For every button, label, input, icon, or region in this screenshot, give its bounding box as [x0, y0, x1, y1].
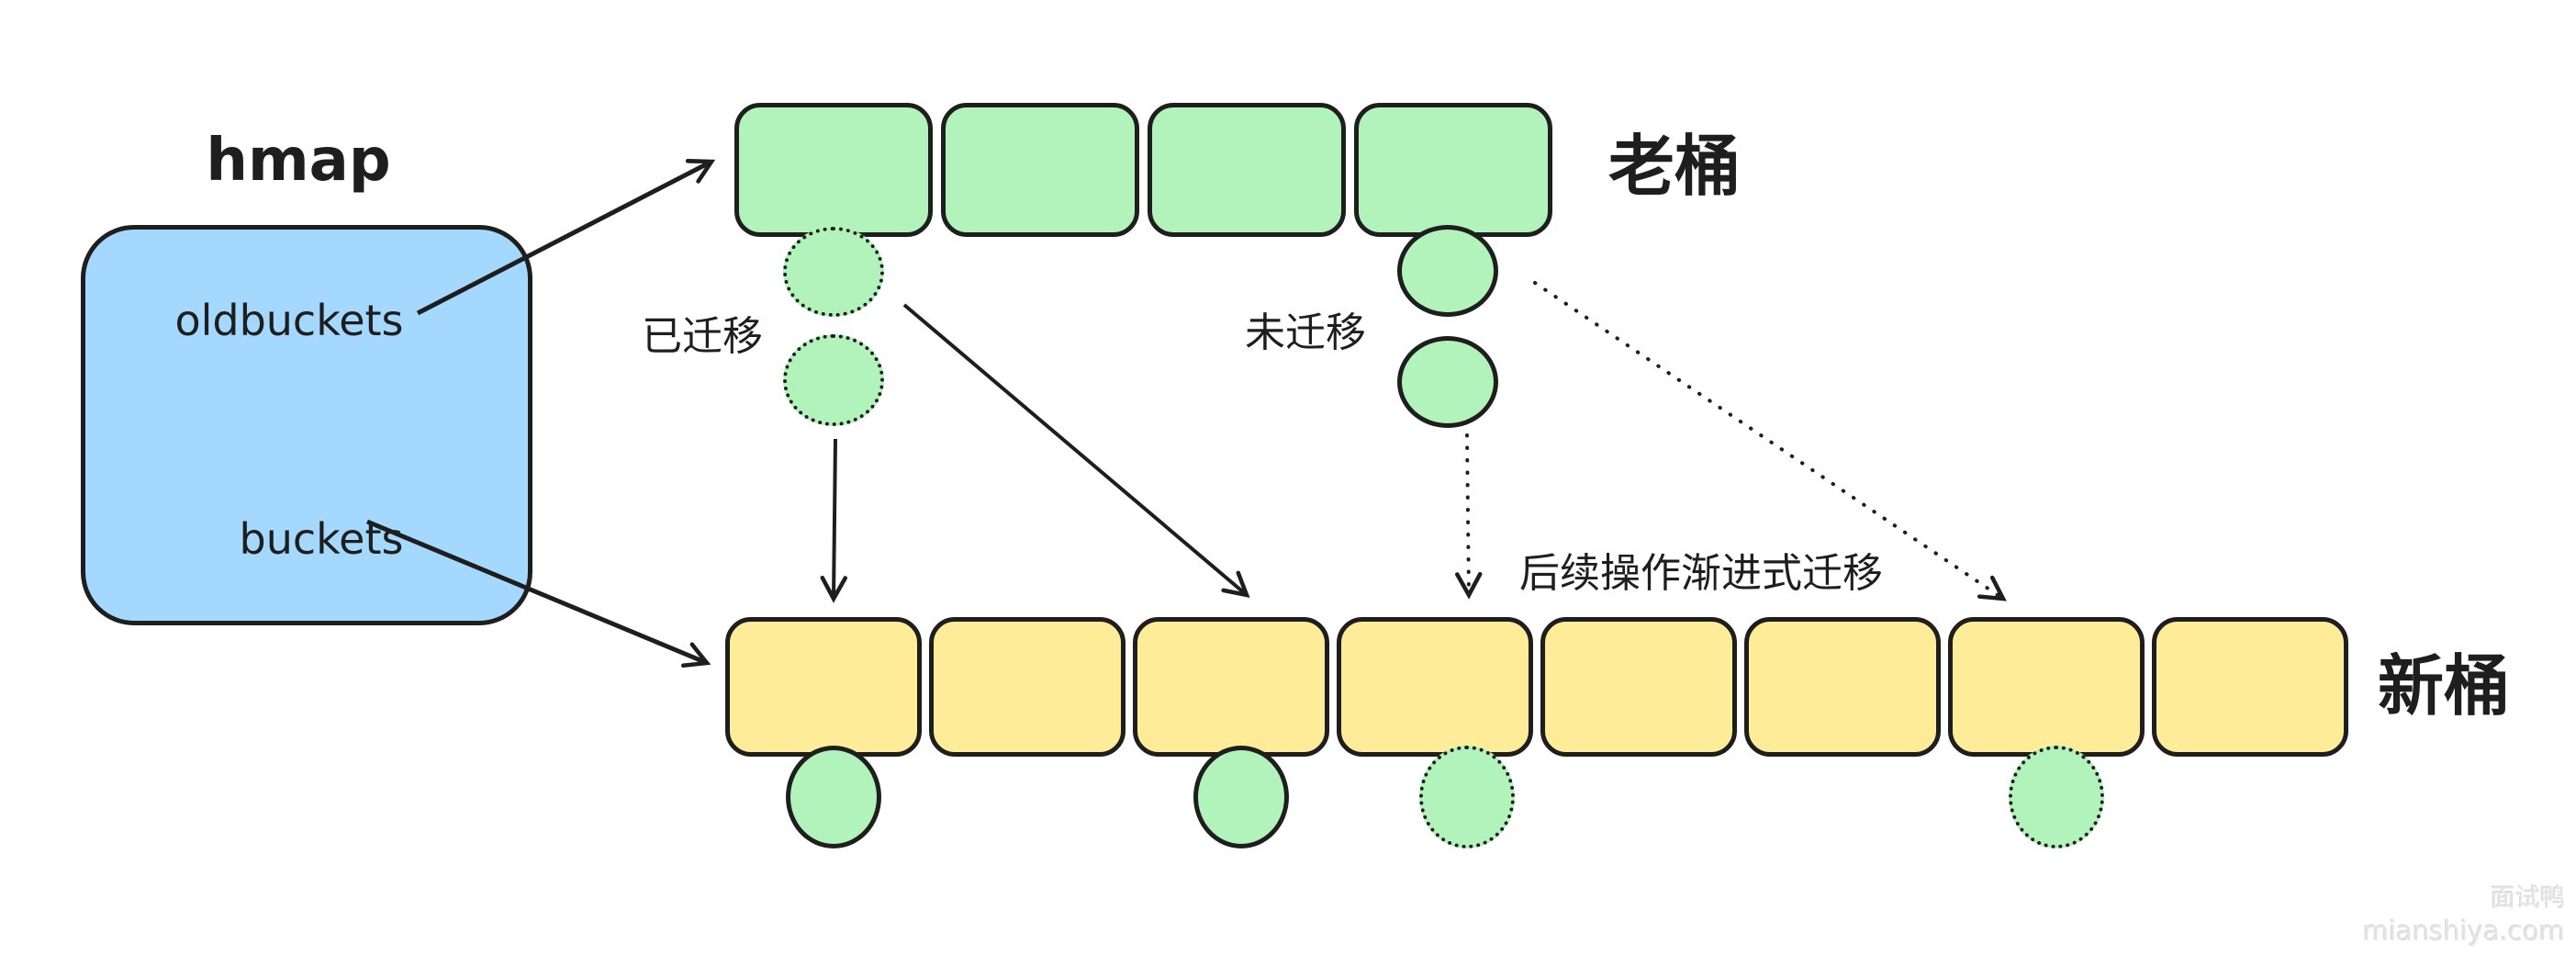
new-bucket — [725, 617, 922, 757]
new-bucket — [1133, 617, 1329, 757]
new-bucket-row — [725, 617, 2348, 757]
migrated-cell-2 — [783, 334, 884, 426]
migrated-cell-1 — [783, 227, 884, 317]
migrated-down-arrow — [820, 438, 847, 603]
new-bucket-row-label: 新桶 — [2378, 647, 2511, 725]
migrated-label: 已迁移 — [642, 313, 763, 360]
not-migrated-label: 未迁移 — [1245, 309, 1366, 356]
new-bucket — [1540, 617, 1737, 757]
watermark: 面试鸭 mianshiya.com — [2363, 883, 2565, 948]
old-bucket-row-label: 老桶 — [1608, 128, 1742, 205]
old-bucket — [1148, 103, 1346, 237]
new-bucket — [1337, 617, 1533, 757]
watermark-brand: 面试鸭 — [2491, 884, 2565, 913]
old-bucket-row — [734, 103, 1552, 237]
pending-down-dotted-arrow — [1455, 433, 1483, 600]
incremental-migration-label: 后续操作渐进式迁移 — [1519, 550, 1883, 597]
new-row-cell-dotted-2 — [2009, 746, 2104, 848]
new-row-cell-solid-2 — [1193, 746, 1289, 848]
old-bucket — [941, 103, 1139, 237]
not-migrated-cell-1 — [1397, 225, 1498, 317]
new-bucket — [1744, 617, 1941, 757]
new-bucket — [1948, 617, 2145, 757]
old-bucket — [1354, 103, 1552, 237]
new-bucket — [2152, 617, 2348, 757]
new-row-cell-solid-1 — [786, 746, 881, 848]
new-row-cell-dotted-1 — [1419, 746, 1515, 848]
hmap-struct-box — [81, 225, 532, 625]
not-migrated-cell-2 — [1397, 336, 1498, 428]
old-bucket — [734, 103, 933, 237]
watermark-url: mianshiya.com — [2362, 915, 2565, 947]
new-bucket — [929, 617, 1126, 757]
hmap-field-buckets: buckets — [239, 514, 404, 564]
hmap-field-oldbuckets: oldbuckets — [174, 296, 404, 345]
hmap-title: hmap — [206, 127, 391, 195]
